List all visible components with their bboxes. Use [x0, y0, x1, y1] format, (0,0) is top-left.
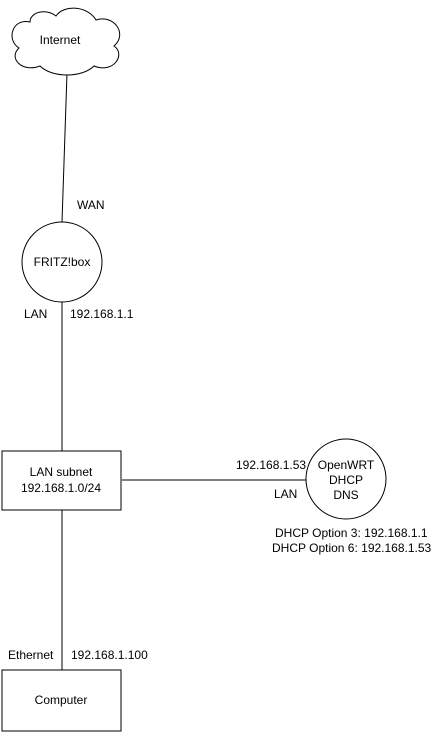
- dhcp-option-3-note: DHCP Option 3: 192.168.1.1: [275, 526, 428, 540]
- computer-box: [1, 669, 122, 732]
- openwrt-dns-label: DNS: [333, 488, 358, 502]
- internet-label: Internet: [40, 33, 81, 47]
- fritzbox-label: FRITZ!box: [34, 255, 91, 269]
- computer-node: Computer: [1, 669, 122, 732]
- fritzbox-lan-label: LAN: [24, 307, 47, 321]
- openwrt-lan-label: LAN: [274, 487, 297, 501]
- computer-ethernet-label: Ethernet: [8, 648, 54, 662]
- dhcp-option-6-note: DHCP Option 6: 192.168.1.53: [272, 541, 432, 555]
- fritzbox-node: FRITZ!box: [21, 221, 103, 303]
- openwrt-ip-label: 192.168.1.53: [236, 458, 306, 472]
- openwrt-dhcp-label: DHCP: [329, 473, 363, 487]
- fritzbox-wan-label: WAN: [77, 198, 105, 212]
- openwrt-label: OpenWRT: [318, 458, 375, 472]
- lan-subnet-title: LAN subnet: [30, 465, 93, 479]
- internet-cloud: Internet: [11, 7, 121, 76]
- lan-subnet-box: [1, 450, 122, 511]
- edge-internet-fritzbox: [61, 72, 68, 223]
- lan-subnet-cidr: 192.168.1.0/24: [21, 481, 101, 495]
- cloud-shape: [11, 7, 121, 76]
- computer-label: Computer: [35, 693, 88, 707]
- openwrt-node: OpenWRT DHCP DNS: [305, 438, 387, 520]
- fritzbox-circle: [21, 221, 103, 303]
- openwrt-circle: [305, 438, 387, 520]
- computer-ip-label: 192.168.1.100: [71, 648, 148, 662]
- lan-subnet-node: LAN subnet 192.168.1.0/24: [1, 450, 122, 511]
- fritzbox-ip-label: 192.168.1.1: [70, 307, 134, 321]
